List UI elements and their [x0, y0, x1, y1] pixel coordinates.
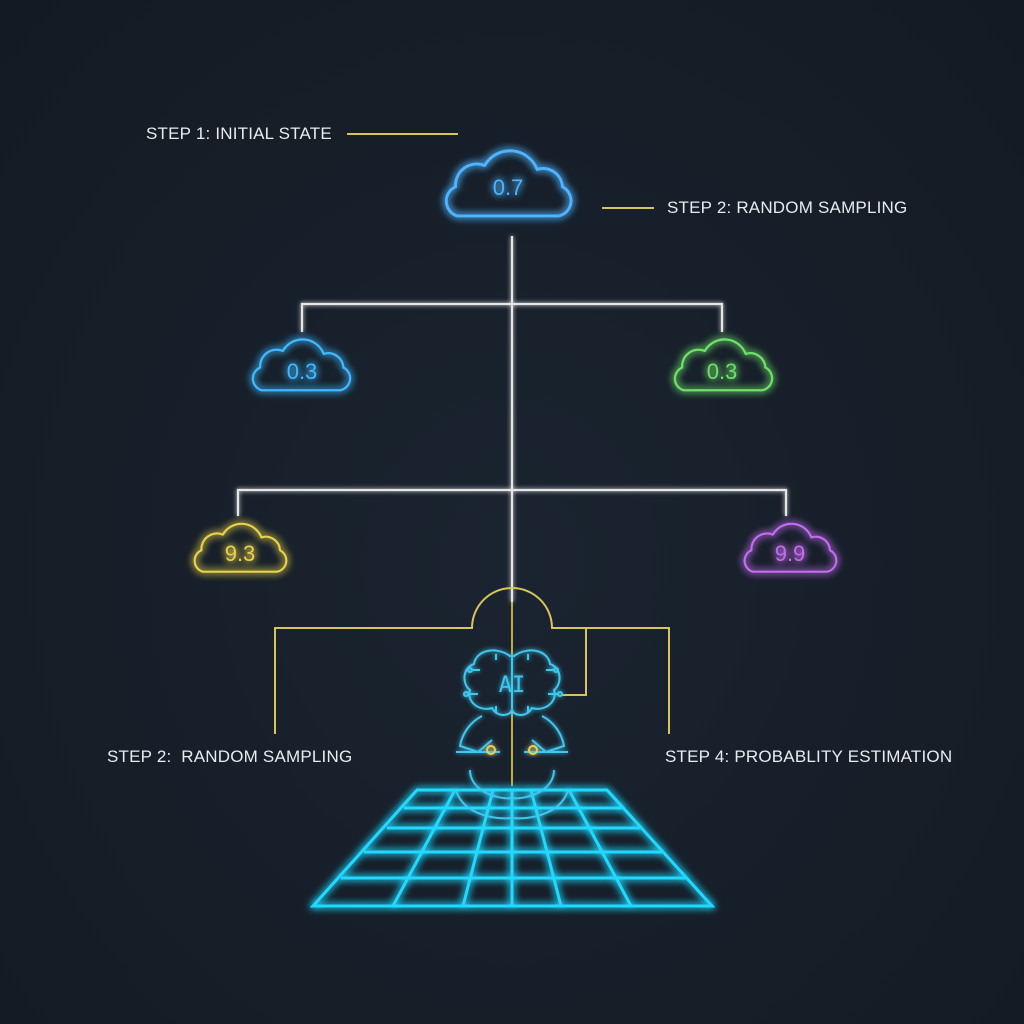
grid-floor — [309, 788, 716, 908]
brain-icon: AI — [463, 649, 563, 716]
label-step2-random-sampling-top: STEP 2: RANDOM SAMPLING — [667, 198, 908, 217]
cloud-value-left2: 9.3 — [225, 541, 256, 566]
cloud-value-right1: 0.3 — [707, 359, 738, 384]
robot-figure — [455, 715, 569, 820]
brain-leader — [562, 628, 587, 696]
cloud-node-right1: 0.3 — [673, 338, 774, 392]
label-step2-random-sampling-bottom: STEP 2: RANDOM SAMPLING — [107, 747, 353, 766]
cloud-value-root: 0.7 — [493, 175, 524, 200]
tree-connectors — [236, 236, 788, 602]
cloud-node-left2: 9.3 — [193, 522, 288, 573]
cloud-value-left1: 0.3 — [287, 359, 318, 384]
cloud-node-right2: 9.9 — [743, 522, 838, 573]
leader-lines — [274, 133, 670, 786]
label-step4-probability-estimation: STEP 4: PROBABLITY ESTIMATION — [665, 747, 953, 766]
cloud-node-left1: 0.3 — [251, 338, 352, 392]
cloud-node-root: 0.7 — [444, 149, 573, 218]
brain-text: AI — [499, 673, 526, 698]
cloud-value-right2: 9.9 — [775, 541, 806, 566]
bottom-bracket — [274, 587, 670, 734]
label-step1-initial-state: STEP 1: INITIAL STATE — [146, 124, 332, 143]
